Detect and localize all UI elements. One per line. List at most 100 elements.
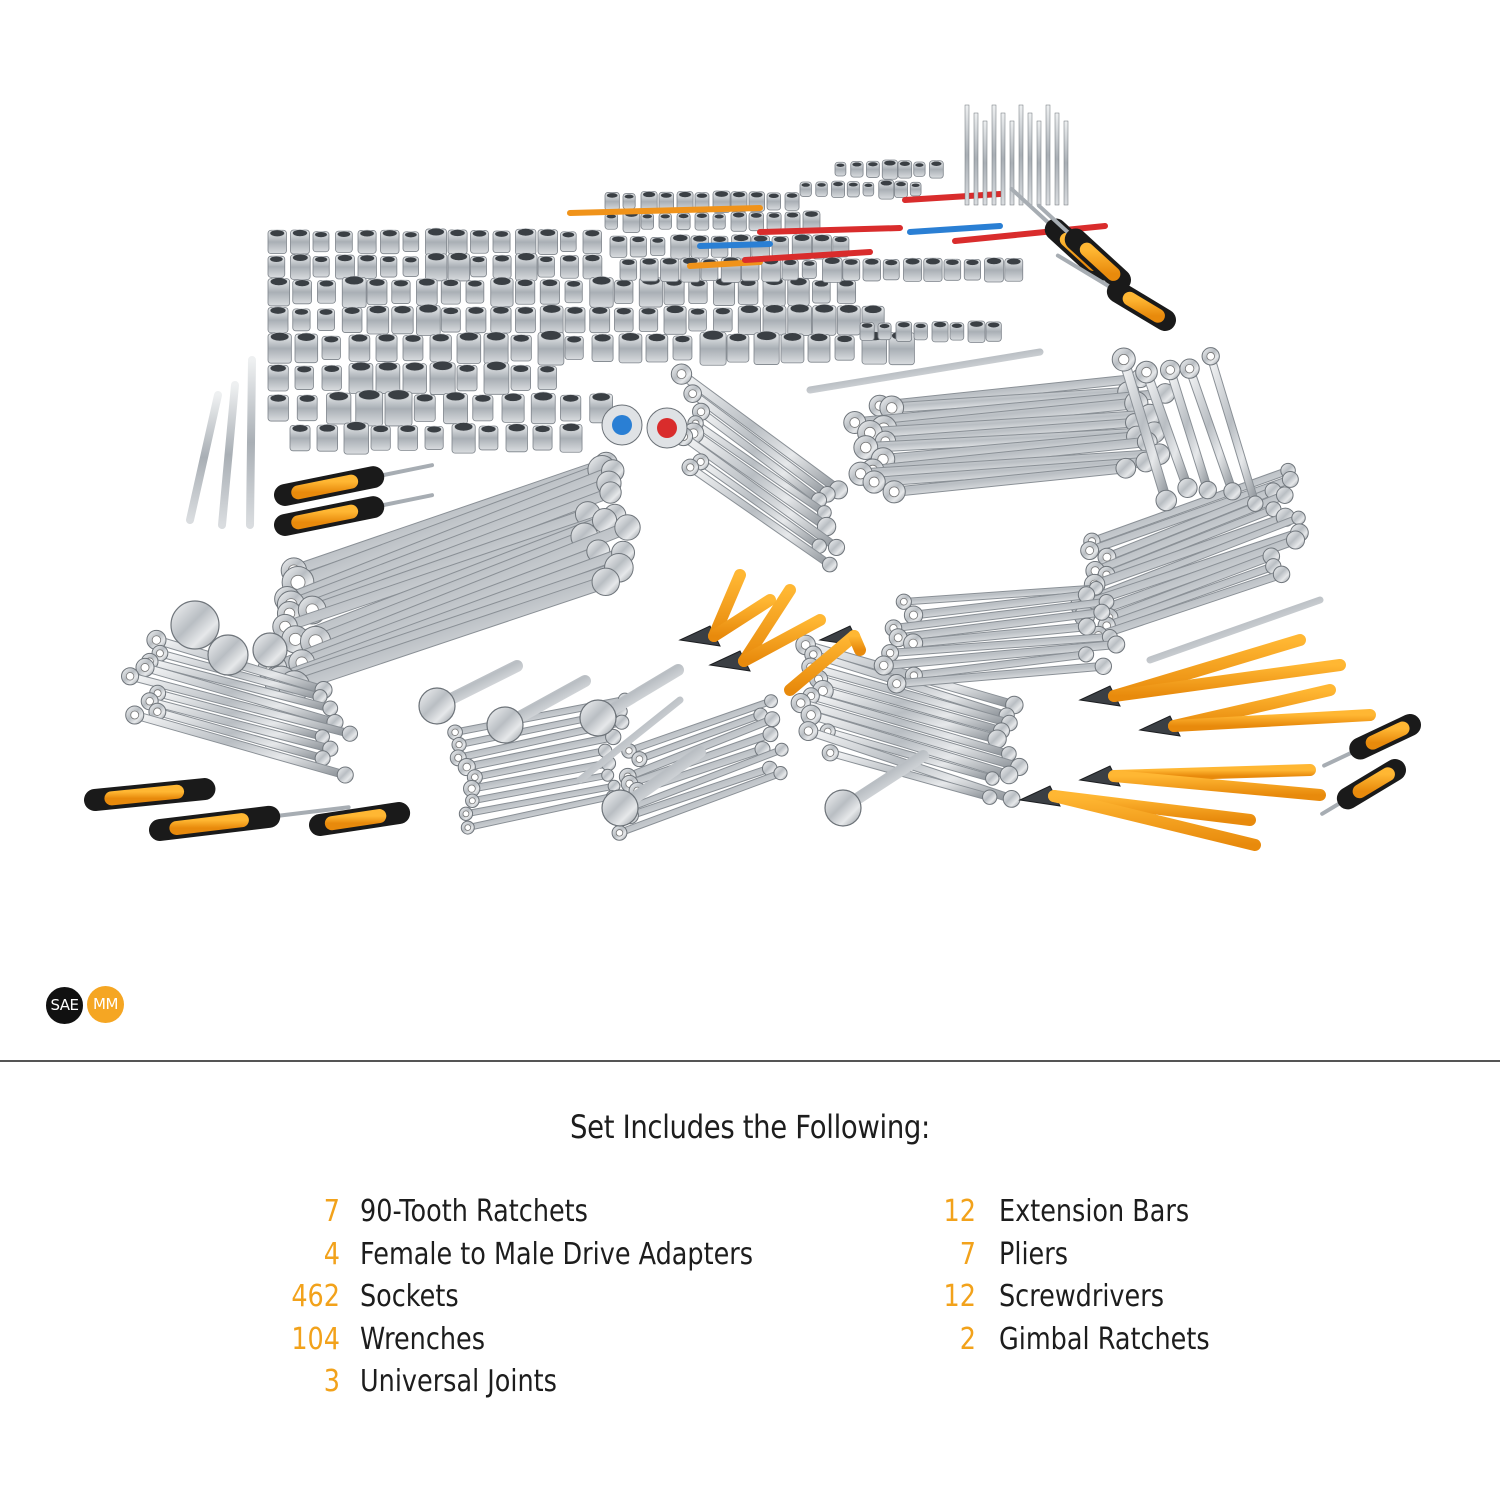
socket-opening (494, 254, 510, 263)
divider (0, 1060, 1500, 1062)
socket-opening (884, 259, 898, 266)
wrench-shaft (689, 390, 831, 498)
socket-opening (492, 306, 510, 315)
hex-bit (1036, 120, 1042, 206)
wrench-shaft (890, 464, 1130, 496)
hex-bit (1009, 120, 1015, 206)
wrench-shaft (901, 585, 1099, 605)
wrench-shaft (1103, 487, 1277, 561)
socket-opening (442, 307, 459, 315)
socket-opening (454, 422, 474, 432)
socket-opening (616, 307, 632, 315)
socket-opening (810, 333, 828, 342)
socket-opening (631, 236, 646, 243)
socket-opening (404, 334, 422, 343)
item-quantity: 2 (959, 1321, 976, 1357)
socket-opening (351, 361, 371, 372)
hex-bit (1045, 104, 1051, 206)
screwdriver-grip (291, 474, 359, 500)
socket-opening (449, 229, 466, 237)
wrench-shaft (290, 515, 610, 645)
screwdriver-grip (291, 504, 359, 530)
socket-opening (864, 258, 880, 266)
socket-opening (405, 361, 425, 372)
wrench-shaft (689, 429, 831, 531)
wrench-open-end (322, 700, 339, 717)
wrench-shaft (1207, 353, 1259, 507)
contents-list-left: 7 90-Tooth Ratchets 4 Female to Male Dri… (270, 1194, 830, 1407)
socket-opening (507, 423, 526, 432)
socket-opening (517, 278, 534, 287)
hex-bit-sockets (964, 104, 1069, 206)
wrench-box-hole (455, 741, 463, 749)
socket-opening (296, 365, 312, 373)
item-quantity: 4 (323, 1236, 340, 1272)
wrench-box-hole (1102, 552, 1112, 562)
socket-opening (562, 254, 577, 263)
socket-opening (344, 306, 361, 315)
pliers-handle (848, 630, 866, 656)
socket-opening (1006, 257, 1022, 266)
wrench-box-hole (467, 784, 476, 793)
wrench-shaft (1088, 467, 1292, 545)
wrench-open-end (1272, 565, 1291, 584)
item-quantity: 462 (291, 1279, 340, 1315)
wrench-shaft (1103, 506, 1277, 578)
wrench-open-end (1115, 457, 1137, 479)
socket-opening (566, 306, 584, 315)
pliers (678, 569, 1376, 851)
socket-opening (512, 364, 529, 373)
socket-opening (591, 392, 611, 402)
wrench-open-end (774, 742, 789, 757)
wrench-box-hole (796, 698, 806, 708)
socket-opening (566, 280, 581, 288)
socket-opening (474, 394, 492, 403)
wrench-shaft (824, 728, 996, 782)
ratchet-head (824, 789, 862, 827)
socket-opening (269, 364, 287, 373)
socket-opening (494, 230, 509, 238)
ratchet-head (579, 699, 617, 737)
socket-opening (883, 159, 897, 167)
socket-opening (786, 192, 798, 199)
socket-opening (540, 330, 562, 341)
wrench-shaft (282, 466, 618, 604)
socket-opening (328, 391, 349, 401)
socket-opening (512, 334, 530, 343)
wrench-box-hole (879, 660, 889, 671)
socket-opening (713, 213, 725, 220)
socket-opening (768, 193, 780, 199)
socket-opening (472, 229, 487, 238)
wrench-shaft (292, 463, 608, 589)
wrench-box-hole (676, 369, 687, 380)
wrench-box-hole (125, 672, 135, 681)
wrench-open-end (1002, 790, 1021, 808)
wrench-box-hole (696, 407, 706, 416)
pliers-handle (1108, 659, 1346, 702)
hex-bit (1063, 120, 1069, 206)
wrench-shaft (463, 733, 617, 771)
socket-opening (378, 361, 398, 372)
wrench-shaft (893, 662, 1107, 688)
wrench-shaft (827, 749, 993, 801)
wrench-box-hole (151, 635, 162, 645)
list-item: 4 Female to Male Drive Adapters (270, 1237, 830, 1280)
wrench-shaft (1076, 529, 1304, 609)
socket-opening (323, 335, 339, 343)
ratchet-head (601, 789, 639, 827)
socket-opening (318, 308, 334, 316)
socket-opening (584, 229, 600, 237)
socket-opening (899, 160, 911, 167)
wrench-box-hole (1118, 354, 1130, 366)
socket-opening (674, 335, 691, 343)
wrench-open-end (614, 514, 641, 541)
socket-opening (442, 279, 459, 287)
socket-opening (914, 162, 925, 168)
socket-opening (832, 181, 844, 187)
hex-bit (1027, 112, 1033, 206)
wrench-box-hole (686, 463, 695, 472)
socket-opening (492, 276, 512, 286)
socket-opening (387, 389, 410, 401)
socket-opening (269, 255, 284, 263)
socket-opening (368, 278, 386, 287)
